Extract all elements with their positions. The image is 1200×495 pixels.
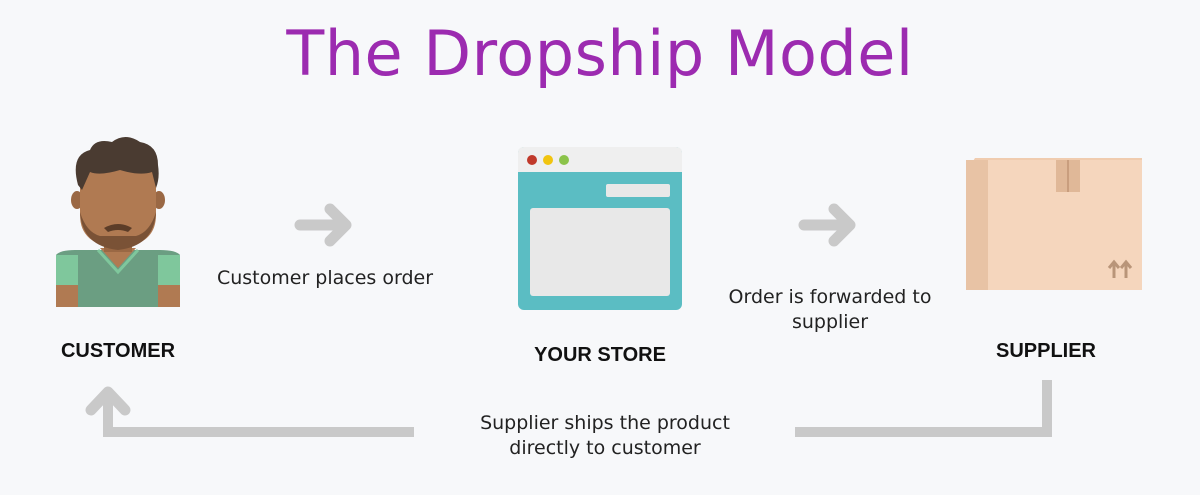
flow-label-ships-line-1: Supplier ships the product (480, 412, 730, 434)
diagram-title: The Dropship Model (286, 17, 914, 90)
flow-label-forwarded-line-1: Order is forwarded to (728, 286, 932, 308)
arrow-store-to-supplier (798, 203, 856, 247)
arrow-customer-to-store (294, 203, 352, 247)
flow-label-ships: Supplier ships the product directly to c… (440, 411, 770, 460)
supplier-label: SUPPLIER (995, 340, 1097, 362)
person-icon (56, 137, 180, 307)
customer-label: CUSTOMER (60, 340, 176, 362)
return-arrow-supplier-to-customer (85, 380, 1052, 437)
browser-window-icon (518, 147, 682, 310)
flow-label-forwarded: Order is forwarded to supplier (705, 285, 955, 334)
flow-label-forwarded-line-2: supplier (791, 310, 869, 333)
flow-label-places-order: Customer places order (216, 267, 434, 289)
cardboard-box-icon (966, 158, 1142, 290)
flow-label-ships-line-2: directly to customer (509, 436, 701, 459)
store-label: YOUR STORE (534, 344, 666, 366)
